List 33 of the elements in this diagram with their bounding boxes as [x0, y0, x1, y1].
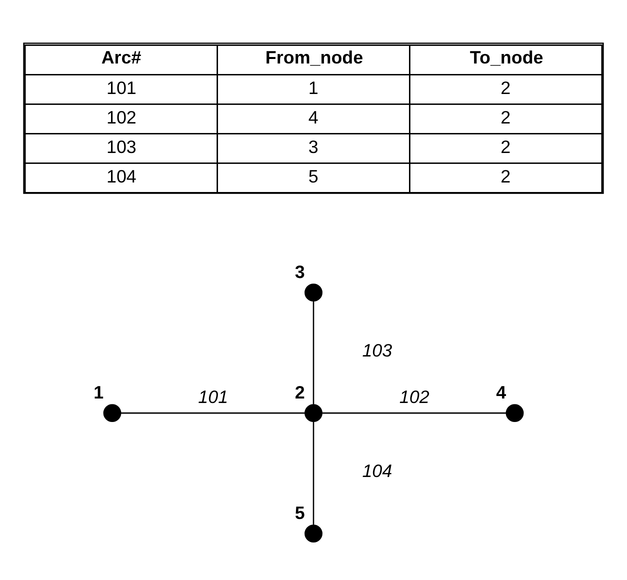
label: 104	[106, 166, 136, 187]
label: 1	[308, 78, 318, 98]
label: Arc#	[101, 47, 142, 68]
node-circle	[506, 404, 524, 422]
edge-label: 103	[362, 340, 392, 360]
node-circle	[103, 404, 122, 422]
label: 2	[500, 78, 511, 98]
connector	[312, 422, 314, 525]
label: 2	[500, 166, 511, 187]
label: To_node	[470, 47, 544, 68]
node-label: 4	[496, 382, 506, 403]
label: 5	[308, 166, 318, 187]
connector	[322, 412, 506, 414]
node-circle	[304, 404, 322, 422]
label: 102	[106, 108, 136, 128]
label: 101	[106, 78, 136, 98]
label: 103	[106, 137, 136, 158]
connector	[120, 412, 306, 414]
node-label: 1	[94, 382, 104, 403]
label: From_node	[265, 47, 364, 68]
node-label: 5	[294, 503, 305, 524]
edge-label: 102	[399, 387, 430, 408]
label: 2	[500, 108, 511, 128]
node-circle	[304, 284, 322, 302]
label: 3	[308, 137, 318, 158]
connector	[312, 301, 314, 404]
edge-label: 104	[362, 460, 392, 481]
node-circle	[304, 524, 322, 543]
label: 4	[308, 108, 318, 128]
edge-label: 101	[198, 387, 228, 408]
label: 2	[500, 137, 511, 158]
node-label: 2	[294, 382, 305, 403]
node-label: 3	[294, 262, 305, 282]
